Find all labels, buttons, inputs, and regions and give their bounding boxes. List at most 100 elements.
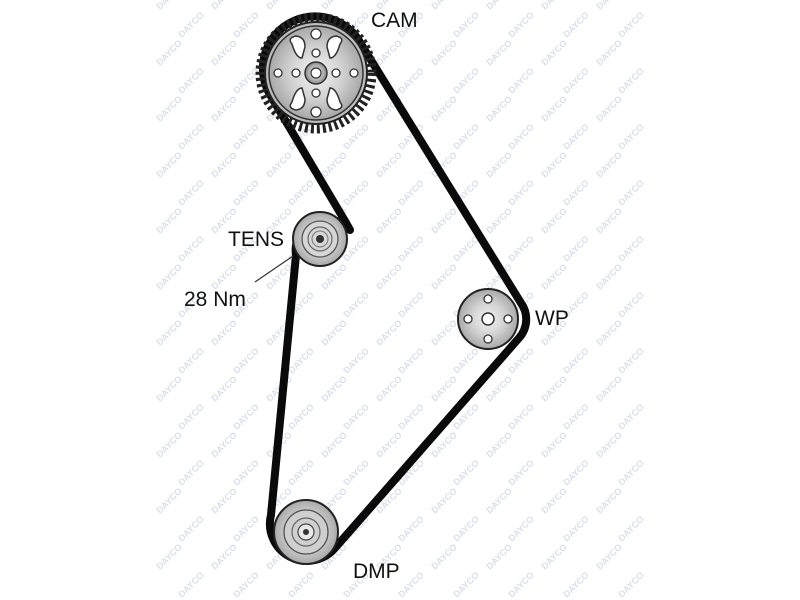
cam-sprocket	[255, 12, 377, 134]
watermark-text: DAYCO	[594, 430, 623, 459]
watermark-text: DAYCO	[209, 318, 238, 347]
watermark-text: DAYCO	[594, 206, 623, 235]
watermark-text: DAYCO	[429, 542, 458, 571]
watermark-text: DAYCO	[286, 570, 315, 599]
watermark-text: DAYCO	[484, 430, 513, 459]
watermark-text: DAYCO	[506, 234, 535, 263]
watermark-text: DAYCO	[429, 262, 458, 291]
watermark-text: DAYCO	[539, 38, 568, 67]
watermark-text: DAYCO	[154, 38, 183, 67]
watermark-text: DAYCO	[154, 318, 183, 347]
watermark-text: DAYCO	[451, 122, 480, 151]
watermark-text: DAYCO	[176, 234, 205, 263]
watermark-text: DAYCO	[176, 570, 205, 599]
watermark-text: DAYCO	[231, 570, 260, 599]
watermark-text: DAYCO	[561, 178, 590, 207]
watermark-text: DAYCO	[176, 122, 205, 151]
watermark-text: DAYCO	[594, 0, 623, 11]
watermark-text: DAYCO	[506, 514, 535, 543]
watermark-text: DAYCO	[539, 430, 568, 459]
watermark-text: DAYCO	[539, 374, 568, 403]
tensioner-label: TENS	[228, 228, 285, 251]
watermark-text: DAYCO	[264, 150, 293, 179]
watermark-text: DAYCO	[176, 178, 205, 207]
watermark-text: DAYCO	[616, 570, 645, 599]
watermark-text: DAYCO	[286, 178, 315, 207]
watermark-text: DAYCO	[539, 150, 568, 179]
watermark-text: DAYCO	[209, 94, 238, 123]
watermark-text: DAYCO	[429, 38, 458, 67]
watermark-text: DAYCO	[319, 0, 348, 11]
watermark-text: DAYCO	[429, 374, 458, 403]
watermark-text: DAYCO	[319, 374, 348, 403]
watermark-text: DAYCO	[396, 346, 425, 375]
watermark-text: DAYCO	[616, 234, 645, 263]
watermark-text: DAYCO	[594, 318, 623, 347]
watermark-text: DAYCO	[176, 514, 205, 543]
watermark-text: DAYCO	[341, 346, 370, 375]
watermark-text: DAYCO	[341, 402, 370, 431]
watermark-text: DAYCO	[451, 514, 480, 543]
watermark-text: DAYCO	[231, 458, 260, 487]
watermark-text: DAYCO	[429, 94, 458, 123]
cam-teeth-ring	[255, 12, 377, 134]
watermark-text: DAYCO	[231, 402, 260, 431]
torque-leader-line	[254, 255, 294, 283]
watermark-text: DAYCO	[209, 150, 238, 179]
watermark-text: DAYCO	[506, 570, 535, 599]
watermark-text: DAYCO	[319, 318, 348, 347]
watermark-text: DAYCO	[286, 458, 315, 487]
watermark-text: DAYCO	[374, 374, 403, 403]
watermark-text: DAYCO	[506, 66, 535, 95]
watermark-text: DAYCO	[451, 10, 480, 39]
damper-label: DMP	[353, 560, 400, 583]
watermark-text: DAYCO	[616, 346, 645, 375]
watermark-text: DAYCO	[616, 458, 645, 487]
watermark-text: DAYCO	[451, 346, 480, 375]
watermark-text: DAYCO	[286, 402, 315, 431]
watermark-text: DAYCO	[484, 94, 513, 123]
watermark-text: DAYCO	[594, 150, 623, 179]
watermark-text: DAYCO	[484, 150, 513, 179]
watermark-text: DAYCO	[561, 402, 590, 431]
watermark-text: DAYCO	[484, 206, 513, 235]
watermark-text: DAYCO	[616, 514, 645, 543]
watermark-text: DAYCO	[209, 374, 238, 403]
watermark-text: DAYCO	[594, 542, 623, 571]
watermark-text: DAYCO	[374, 430, 403, 459]
watermark-text: DAYCO	[231, 122, 260, 151]
watermark-text: DAYCO	[539, 486, 568, 515]
watermark-text: DAYCO	[231, 514, 260, 543]
watermark-text: DAYCO	[374, 38, 403, 67]
watermark-text: DAYCO	[616, 66, 645, 95]
watermark-text: DAYCO	[561, 10, 590, 39]
tensioner-pulley	[292, 211, 348, 267]
watermark-text: DAYCO	[616, 122, 645, 151]
watermark-text: DAYCO	[616, 10, 645, 39]
watermark-text: DAYCO	[561, 458, 590, 487]
watermark-text: DAYCO	[374, 150, 403, 179]
watermark-text: DAYCO	[429, 206, 458, 235]
watermark-text: DAYCO	[396, 402, 425, 431]
watermark-text: DAYCO	[154, 206, 183, 235]
watermark-text: DAYCO	[594, 374, 623, 403]
watermark-text: DAYCO	[231, 178, 260, 207]
watermark-text: DAYCO	[561, 122, 590, 151]
watermark-text: DAYCO	[616, 402, 645, 431]
watermark-text: DAYCO	[319, 150, 348, 179]
water-pump-label: WP	[535, 307, 569, 330]
watermark-text: DAYCO	[374, 206, 403, 235]
watermark-text: DAYCO	[264, 0, 293, 11]
watermark-text: DAYCO	[506, 402, 535, 431]
watermark-text: DAYCO	[506, 458, 535, 487]
watermark-text: DAYCO	[506, 178, 535, 207]
cam-label: CAM	[371, 9, 418, 32]
watermark-text: DAYCO	[506, 122, 535, 151]
torque-label: 28 Nm	[184, 288, 246, 311]
watermark-text: DAYCO	[154, 150, 183, 179]
watermark-text: DAYCO	[374, 262, 403, 291]
watermark-text: DAYCO	[594, 262, 623, 291]
watermark-text: DAYCO	[484, 38, 513, 67]
watermark-text: DAYCO	[484, 0, 513, 11]
